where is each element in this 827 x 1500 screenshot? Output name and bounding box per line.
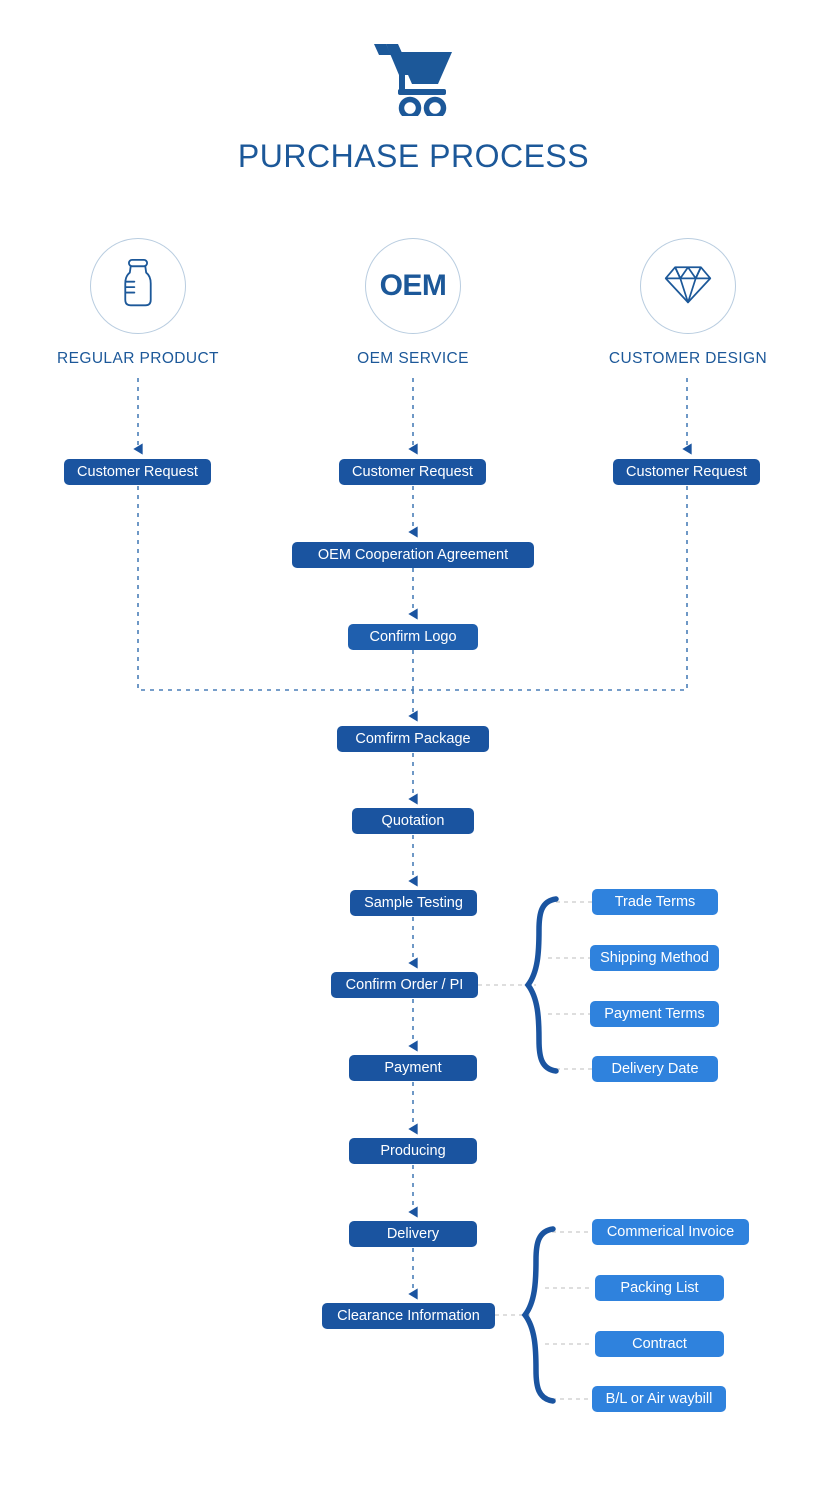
category-label: OEM SERVICE — [357, 350, 469, 367]
box-delivery-date[interactable]: Delivery Date — [592, 1056, 718, 1082]
box-clearance-information[interactable]: Clearance Information — [322, 1303, 495, 1329]
box-bl-or-air-waybill[interactable]: B/L or Air waybill — [592, 1386, 726, 1412]
box-customer-request-left[interactable]: Customer Request — [64, 459, 211, 485]
category-oem-service: OEM OEM SERVICE — [318, 238, 508, 368]
bottle-icon — [118, 257, 158, 315]
box-commerical-invoice[interactable]: Commerical Invoice — [592, 1219, 749, 1245]
box-confirm-order-pi[interactable]: Confirm Order / PI — [331, 972, 478, 998]
box-comfirm-package[interactable]: Comfirm Package — [337, 726, 489, 752]
oem-text-icon: OEM — [379, 269, 447, 302]
category-circle: OEM — [365, 238, 461, 334]
category-label: REGULAR PRODUCT — [57, 350, 219, 367]
diamond-icon — [664, 262, 712, 310]
category-circle — [90, 238, 186, 334]
box-contract[interactable]: Contract — [595, 1331, 724, 1357]
box-oem-cooperation-agreement[interactable]: OEM Cooperation Agreement — [292, 542, 534, 568]
box-sample-testing[interactable]: Sample Testing — [350, 890, 477, 916]
box-packing-list[interactable]: Packing List — [595, 1275, 724, 1301]
box-quotation[interactable]: Quotation — [352, 808, 474, 834]
box-payment-terms[interactable]: Payment Terms — [590, 1001, 719, 1027]
box-customer-request-right[interactable]: Customer Request — [613, 459, 760, 485]
category-regular-product: REGULAR PRODUCT — [43, 238, 233, 368]
category-label: CUSTOMER DESIGN — [608, 350, 768, 367]
box-delivery[interactable]: Delivery — [349, 1221, 477, 1247]
box-confirm-logo[interactable]: Confirm Logo — [348, 624, 478, 650]
box-producing[interactable]: Producing — [349, 1138, 477, 1164]
order-terms-brace — [524, 896, 559, 1074]
box-payment[interactable]: Payment — [349, 1055, 477, 1081]
box-shipping-method[interactable]: Shipping Method — [590, 945, 719, 971]
page-title: PURCHASE PROCESS — [237, 138, 590, 174]
box-customer-request-center[interactable]: Customer Request — [339, 459, 486, 485]
box-trade-terms[interactable]: Trade Terms — [592, 889, 718, 915]
category-circle — [640, 238, 736, 334]
category-customer-design: CUSTOMER DESIGN — [593, 238, 783, 368]
shopping-cart-icon — [372, 38, 456, 120]
clearance-docs-brace — [521, 1226, 556, 1404]
